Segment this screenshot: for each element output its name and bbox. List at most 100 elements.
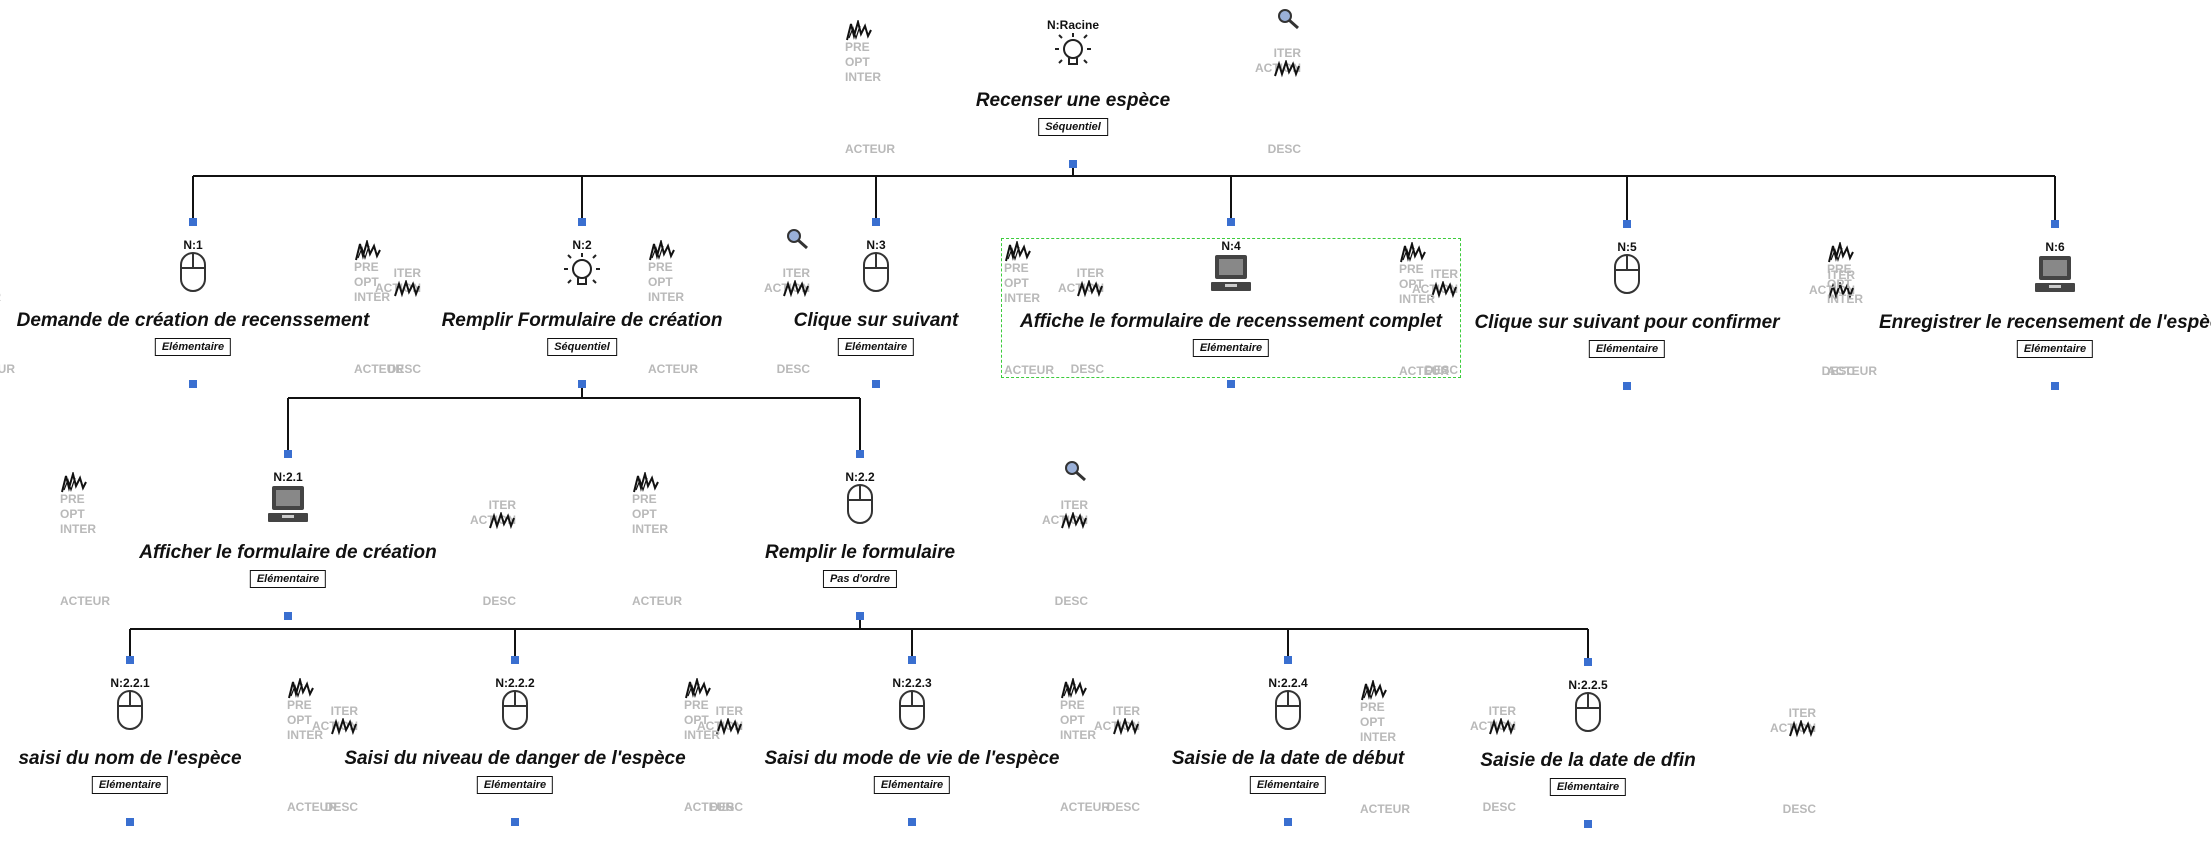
operator-badge[interactable]: Séquentiel	[1038, 118, 1108, 136]
output-port[interactable]	[1584, 820, 1592, 828]
input-port[interactable]	[189, 218, 197, 226]
left-properties: PRE OPT INTER	[684, 698, 720, 743]
input-port[interactable]	[1623, 220, 1631, 228]
desc-label: DESC	[1821, 364, 1855, 378]
output-port[interactable]	[856, 612, 864, 620]
node-number: N:2	[572, 238, 592, 252]
output-port[interactable]	[908, 818, 916, 826]
opt-label: OPT	[1399, 277, 1424, 291]
pre-label: PRE	[648, 260, 673, 274]
operator-badge[interactable]: Elémentaire	[1192, 339, 1270, 357]
task-node-n223[interactable]: N:2.2.3 PRE OPT INTER ITER ACTION Saisi …	[682, 676, 1142, 816]
input-port[interactable]	[908, 656, 916, 664]
operator-badge[interactable]: Elémentaire	[837, 338, 915, 356]
left-properties: PRE OPT INTER	[354, 260, 390, 305]
desc-label: DESC	[482, 594, 516, 608]
node-number: N:2.1	[273, 470, 303, 484]
iter-label: ITER	[1430, 267, 1458, 281]
inter-label: INTER	[60, 522, 96, 536]
task-node-n22[interactable]: N:2.2 PRE OPT INTER ITER ACTION Remplir …	[630, 461, 1090, 610]
task-node-n2[interactable]: N:2 PRE OPT INTER ITER ACTION Remplir Fo…	[352, 229, 812, 378]
left-properties: PRE OPT INTER	[0, 260, 1, 305]
task-node-n1[interactable]: N:1 PRE OPT INTER ITER ACTION Demande de…	[0, 238, 423, 378]
operator-badge[interactable]: Elémentaire	[873, 776, 951, 794]
acteur-label: ACTEUR	[287, 800, 337, 814]
precondition-icon	[1827, 240, 1855, 264]
input-port[interactable]	[1584, 658, 1592, 666]
operator-badge[interactable]: Elémentaire	[1549, 778, 1627, 796]
node-title: Recenser une espèce	[975, 90, 1171, 111]
input-port[interactable]	[2051, 220, 2059, 228]
input-port[interactable]	[126, 656, 134, 664]
input-port[interactable]	[856, 450, 864, 458]
inter-label: INTER	[632, 522, 668, 536]
opt-label: OPT	[684, 713, 709, 727]
operator-badge[interactable]: Pas d'ordre	[822, 570, 898, 588]
node-number: N:2.2.3	[892, 676, 932, 690]
task-node-n21[interactable]: N:2.1 PRE OPT INTER ITER ACTION Afficher…	[58, 470, 518, 610]
action-icon	[1076, 278, 1104, 298]
task-node-n224[interactable]: N:2.2.4 PRE OPT INTER ITER ACTION Saisie…	[1058, 676, 1518, 816]
task-node-n221[interactable]: N:2.2.1 PRE OPT INTER ITER ACTION saisi …	[0, 676, 360, 816]
input-port[interactable]	[578, 218, 586, 226]
inter-label: INTER	[1060, 728, 1096, 742]
operator-badge[interactable]: Séquentiel	[547, 338, 617, 356]
output-port[interactable]	[1623, 382, 1631, 390]
precondition-icon	[354, 238, 382, 262]
operator-badge[interactable]: Elémentaire	[1249, 776, 1327, 794]
output-port[interactable]	[872, 380, 880, 388]
iter-label: ITER	[488, 498, 516, 512]
opt-label: OPT	[1060, 713, 1085, 727]
output-port[interactable]	[1284, 818, 1292, 826]
input-port[interactable]	[284, 450, 292, 458]
task-node-n5[interactable]: N:5 PRE OPT INTER ITER ACTION Clique sur…	[1397, 240, 1857, 380]
node-title: Saisie de la date de début	[1171, 748, 1405, 769]
task-node-n225[interactable]: N:2.2.5 PRE OPT INTER ITER ACTION Saisie…	[1358, 678, 1818, 818]
input-port[interactable]	[872, 218, 880, 226]
desc-label: DESC	[1054, 594, 1088, 608]
node-title: Saisi du niveau de danger de l'espèce	[344, 748, 686, 769]
action-icon	[488, 510, 516, 530]
tool-icon	[786, 228, 810, 250]
mouse-icon	[856, 250, 896, 294]
output-port[interactable]	[189, 380, 197, 388]
operator-badge[interactable]: Elémentaire	[1588, 340, 1666, 358]
output-port[interactable]	[1069, 160, 1077, 168]
input-port[interactable]	[511, 656, 519, 664]
task-node-n222[interactable]: N:2.2.2 PRE OPT INTER ITER ACTION Saisi …	[285, 676, 745, 816]
output-port[interactable]	[2051, 382, 2059, 390]
input-port[interactable]	[1284, 656, 1292, 664]
operator-badge[interactable]: Elémentaire	[249, 570, 327, 588]
node-number: N:4	[1221, 239, 1241, 253]
node-number: N:2.2.5	[1568, 678, 1608, 692]
task-node-n3[interactable]: N:3 PRE OPT INTER ITER ACTION Clique sur…	[646, 238, 1106, 378]
task-node-n6[interactable]: N:6 PRE OPT INTER ITER ACTION Enregistre…	[1825, 240, 2211, 380]
input-port[interactable]	[1227, 218, 1235, 226]
iter-label: ITER	[330, 704, 358, 718]
output-port[interactable]	[284, 612, 292, 620]
operator-badge[interactable]: Elémentaire	[154, 338, 232, 356]
action-icon	[393, 278, 421, 298]
action-icon	[1112, 716, 1140, 736]
task-node-n4[interactable]: N:4 PRE OPT INTER ITER ACTION Affiche le…	[1001, 238, 1461, 378]
opt-label: OPT	[1360, 715, 1385, 729]
operator-badge[interactable]: Elémentaire	[2016, 340, 2094, 358]
output-port[interactable]	[126, 818, 134, 826]
left-properties: PRE OPT INTER	[60, 492, 96, 537]
node-title: Affiche le formulaire de recenssement co…	[1019, 311, 1443, 332]
operator-badge[interactable]: Elémentaire	[476, 776, 554, 794]
mouse-icon	[495, 688, 535, 732]
left-properties: PRE OPT INTER	[1060, 698, 1096, 743]
opt-label: OPT	[632, 507, 657, 521]
output-port[interactable]	[1227, 380, 1235, 388]
opt-label: OPT	[1004, 276, 1029, 290]
operator-badge[interactable]: Elémentaire	[91, 776, 169, 794]
pre-label: PRE	[1360, 700, 1385, 714]
pre-label: PRE	[1060, 698, 1085, 712]
output-port[interactable]	[578, 380, 586, 388]
acteur-label: ACTEUR	[845, 142, 895, 156]
output-port[interactable]	[511, 818, 519, 826]
task-node-root[interactable]: N:Racine PRE OPT INTER ITER ACTION Recen…	[843, 9, 1303, 158]
lightbulb-icon	[562, 250, 602, 294]
